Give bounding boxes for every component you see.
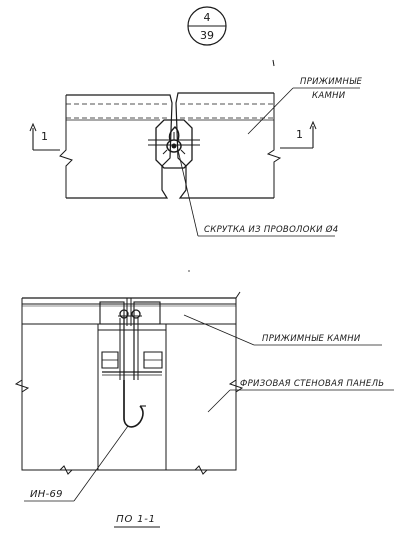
section-mark-right: 1 (280, 120, 317, 149)
wire-twist-icon (162, 126, 186, 155)
sheet-ref-sheet: 39 (200, 29, 214, 42)
section-mark-left-number: 1 (41, 130, 48, 143)
sheet-ref-number: 4 (204, 11, 211, 24)
leader-clamp-stones-section: ПРИЖИМНЫЕ КАМНИ (183, 314, 382, 346)
plan-left-panel (66, 94, 173, 199)
clamp-stones-label-line2: КАМНИ (312, 91, 346, 101)
leader-wire-twist: СКРУТКА ИЗ ПРОВОЛОКИ Ø4 (177, 149, 338, 237)
section-joint-grout (97, 329, 167, 471)
embedded-bracket-right (143, 351, 163, 369)
section-wall-panel-right (165, 323, 237, 471)
wire-loop-icon (118, 309, 142, 319)
section-clamp-stones (21, 303, 237, 325)
sheet-reference-circle: 4 39 (187, 6, 227, 46)
section-clamp-stones-label: ПРИЖИМНЫЕ КАМНИ (262, 334, 361, 344)
section-view: ПРИЖИМНЫЕ КАМНИ ФРИЗОВАЯ СТЕНОВАЯ ПАНЕЛЬ… (14, 291, 394, 528)
wall-panel-label: ФРИЗОВАЯ СТЕНОВАЯ ПАНЕЛЬ (240, 379, 384, 389)
plan-view: 1 1 ПРИЖИМНЫЕ КАМНИ СКРУТКА ИЗ ПРОВОЛОКИ… (29, 59, 362, 237)
clamp-stones-label-line1: ПРИЖИМНЫЕ (300, 77, 362, 87)
section-wall-panel-left (21, 323, 99, 471)
section-mark-left: 1 (29, 122, 60, 151)
leader-embedded-part: ИН-69 (24, 425, 129, 502)
plan-clamp-plate (155, 119, 193, 169)
embedded-bracket-left (101, 351, 119, 369)
embedded-part-label: ИН-69 (30, 489, 63, 500)
leader-clamp-stones-plan: ПРИЖИМНЫЕ КАМНИ (247, 77, 362, 135)
section-title-text: ПО 1-1 (116, 514, 156, 525)
section-plate-right (133, 301, 161, 325)
leader-wall-panel: ФРИЗОВАЯ СТЕНОВАЯ ПАНЕЛЬ (207, 379, 394, 413)
section-plate-left (99, 301, 125, 325)
wire-twist-label: СКРУТКА ИЗ ПРОВОЛОКИ Ø4 (204, 224, 338, 235)
embedded-hook (123, 380, 144, 428)
section-mark-right-number: 1 (296, 128, 303, 141)
plan-right-panel (175, 92, 274, 199)
section-title: ПО 1-1 (114, 514, 160, 528)
